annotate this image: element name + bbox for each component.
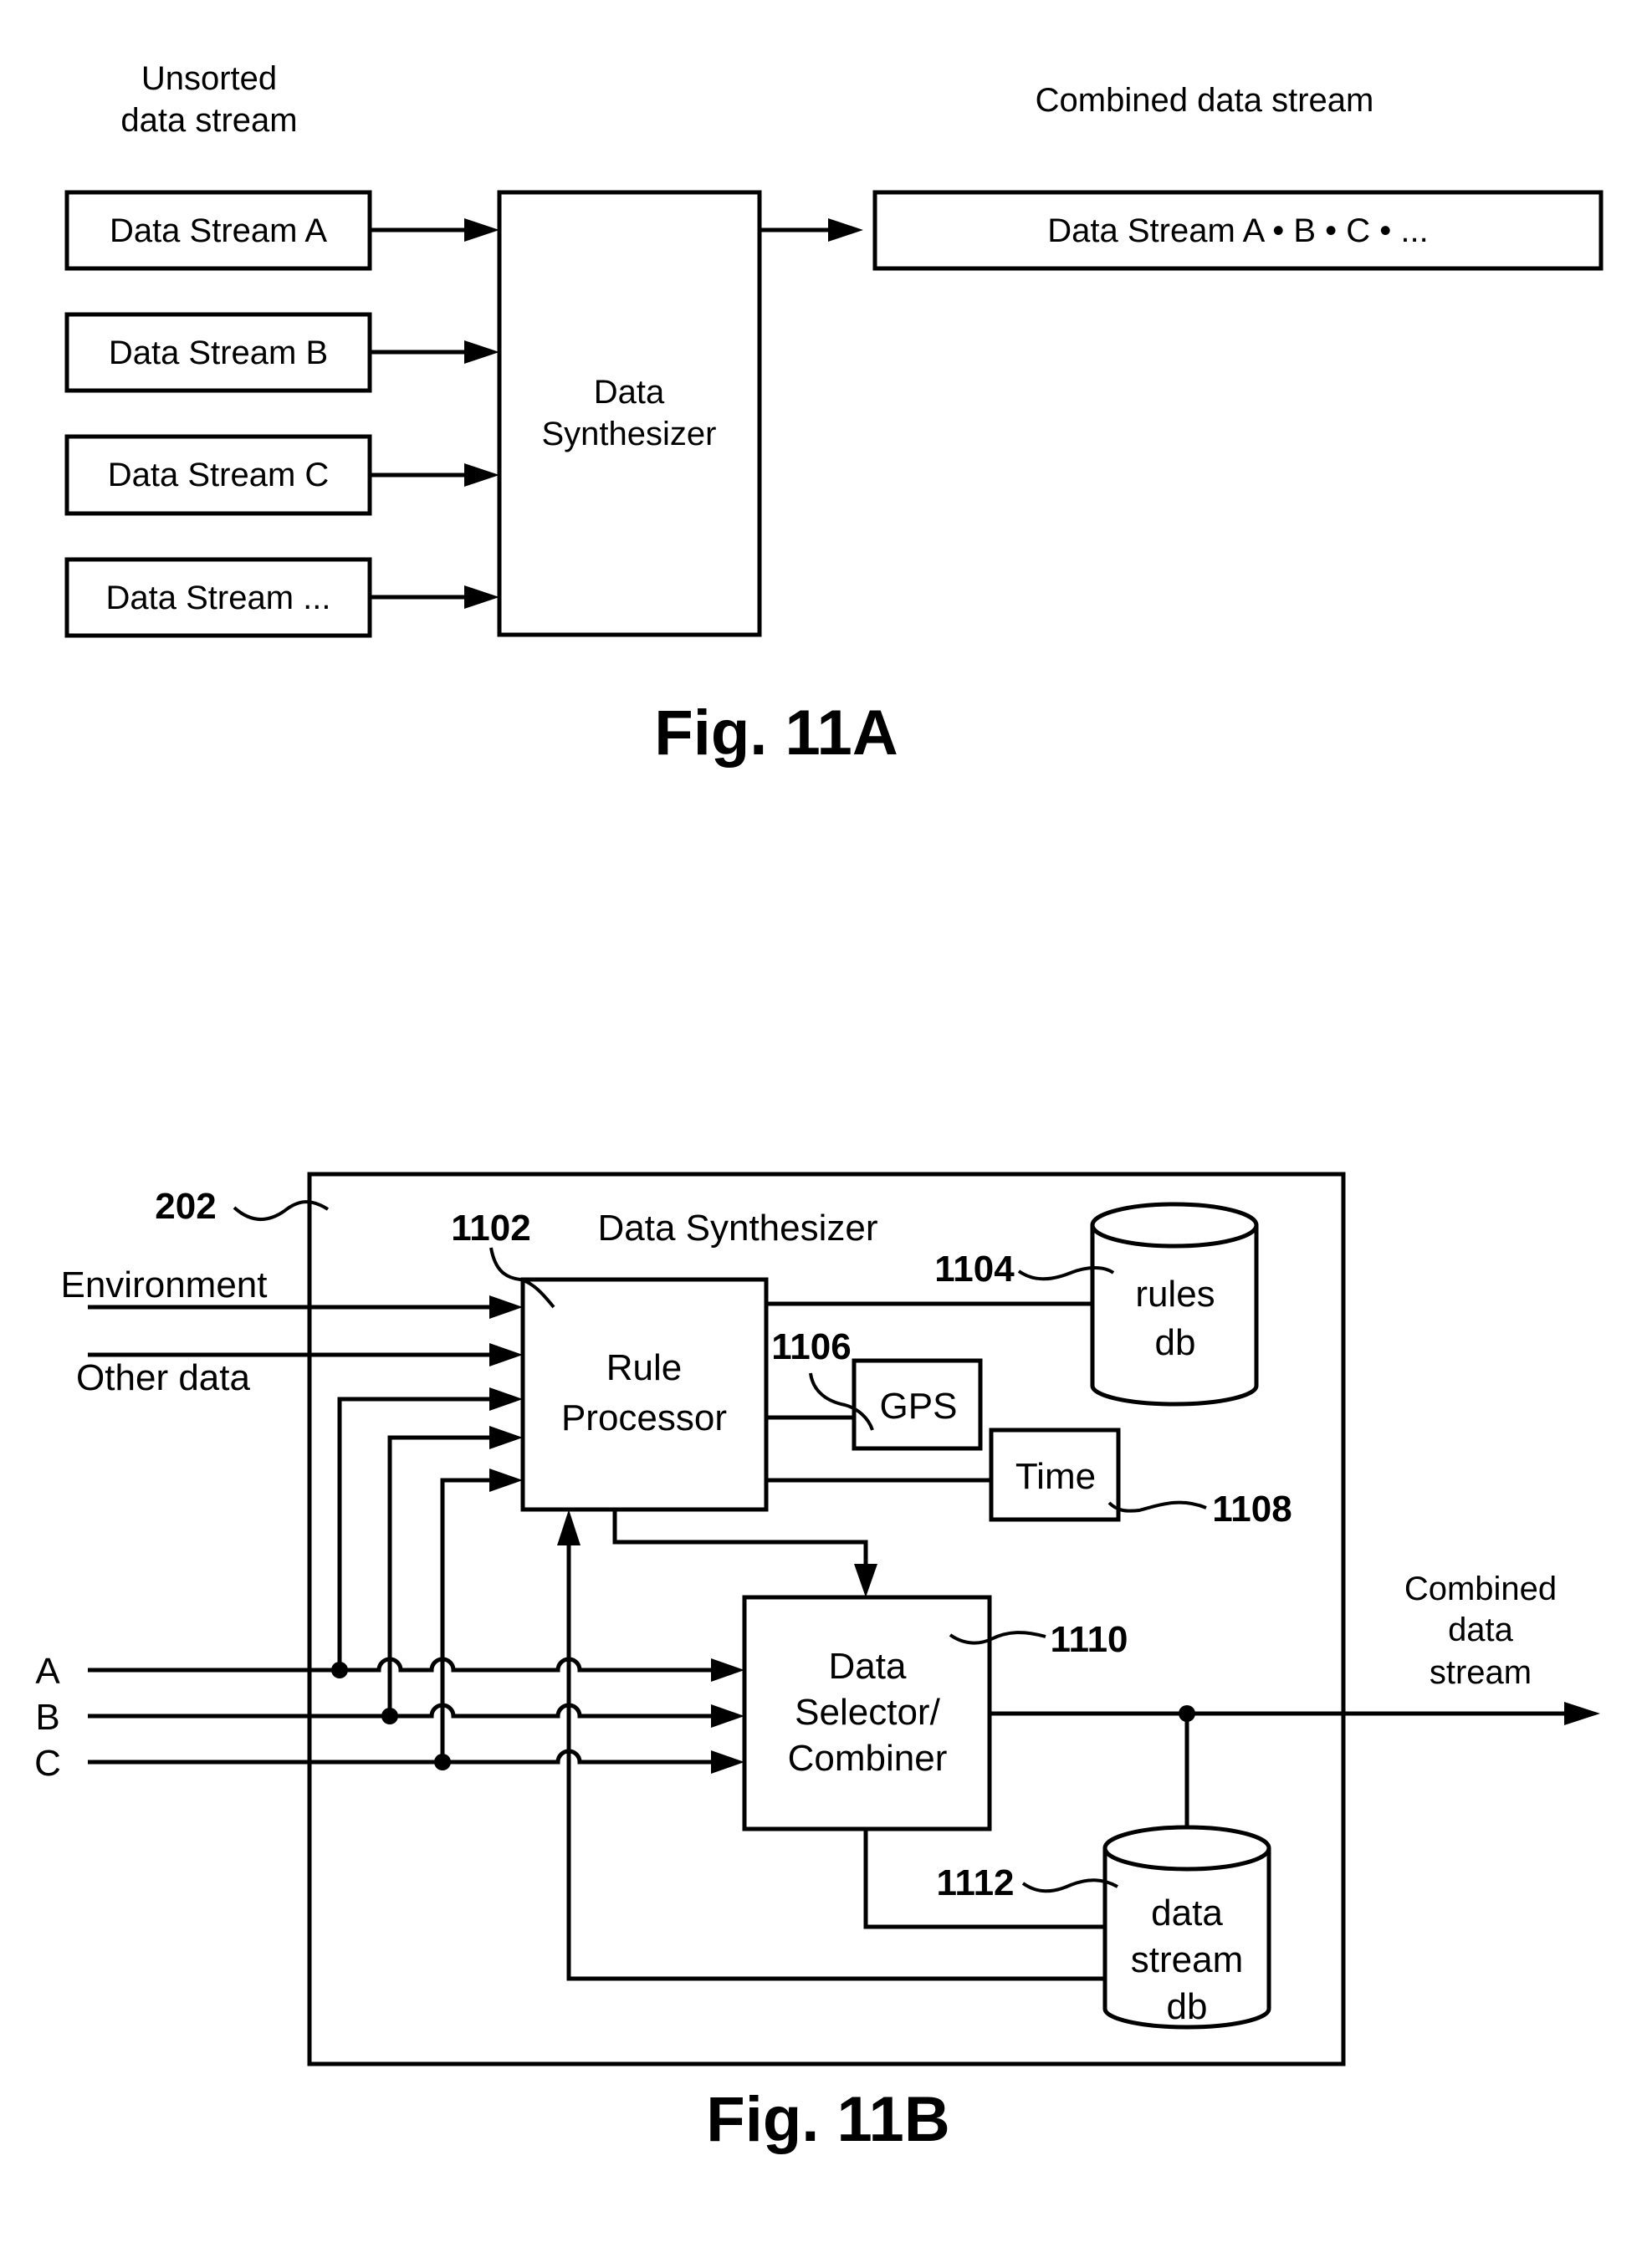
junction-dot-a bbox=[331, 1662, 348, 1678]
arrowhead-a bbox=[464, 218, 499, 242]
ref-1110: 1110 bbox=[1050, 1619, 1128, 1660]
input-stream-b: Data Stream B bbox=[67, 314, 370, 391]
stream-db-label-line1: data bbox=[1151, 1893, 1223, 1933]
ref-1102: 1102 bbox=[451, 1208, 530, 1249]
data-synthesizer-block: Data Synthesizer bbox=[499, 192, 760, 635]
data-stream-db: data stream db 1112 bbox=[866, 1827, 1269, 2027]
arrowhead-more bbox=[464, 585, 499, 609]
stream-b-arrowhead bbox=[711, 1704, 744, 1728]
figure-caption-11b: Fig. 11B bbox=[706, 2084, 949, 2155]
stream-label-b: B bbox=[35, 1697, 59, 1738]
ref-202: 202 bbox=[155, 1186, 216, 1227]
other-data-arrowhead bbox=[489, 1343, 523, 1366]
selector-label-line2: Selector/ bbox=[795, 1692, 940, 1733]
leader-202 bbox=[234, 1202, 328, 1219]
stream-db-top bbox=[1105, 1827, 1269, 1869]
rule-processor-box bbox=[523, 1280, 766, 1509]
combined-header: Combined data stream bbox=[1036, 82, 1374, 119]
stream-label-c: C bbox=[34, 1743, 61, 1784]
feeder-a bbox=[340, 1399, 494, 1670]
input-arrows bbox=[370, 218, 499, 609]
feedback-arrowhead bbox=[557, 1509, 581, 1545]
output-label-line1: Combined bbox=[1404, 1571, 1557, 1607]
environment-label: Environment bbox=[60, 1264, 267, 1305]
input-stream-a: Data Stream A bbox=[67, 192, 370, 268]
rule-processor-label-line1: Rule bbox=[606, 1347, 683, 1388]
selector-label-line3: Combiner bbox=[788, 1738, 948, 1779]
combined-label: Data Stream A • B • C • ... bbox=[1047, 212, 1429, 249]
figure-caption-11a: Fig. 11A bbox=[654, 697, 898, 769]
stream-feeders bbox=[340, 1387, 523, 1762]
fig-11b: 202 Data Synthesizer Environment Other d… bbox=[34, 1174, 1600, 2155]
selector-label-line1: Data bbox=[829, 1646, 907, 1687]
stream-db-label-line2: stream bbox=[1131, 1939, 1243, 1980]
stream-a-arrowhead bbox=[711, 1658, 744, 1682]
rules-db-label-line1: rules bbox=[1135, 1274, 1215, 1315]
stream-label-a: A bbox=[35, 1651, 60, 1692]
output-arrowhead bbox=[828, 218, 863, 242]
other-data-label: Other data bbox=[76, 1357, 250, 1398]
arrowhead-b bbox=[464, 340, 499, 364]
environment-arrowhead bbox=[489, 1295, 523, 1319]
feeder-a-arrowhead bbox=[489, 1387, 523, 1411]
stream-line-b bbox=[88, 1705, 715, 1716]
output-arrowhead bbox=[1564, 1702, 1600, 1725]
control-line bbox=[615, 1509, 866, 1568]
combined-stream-block: Data Stream A • B • C • ... bbox=[875, 192, 1601, 268]
unsorted-header-line2: data stream bbox=[120, 102, 297, 139]
rules-db-label-line2: db bbox=[1155, 1322, 1196, 1363]
gps-block: GPS 1106 bbox=[766, 1326, 980, 1448]
feeder-c-arrowhead bbox=[489, 1469, 523, 1492]
stream-line-c bbox=[88, 1751, 715, 1762]
gps-label: GPS bbox=[880, 1386, 958, 1427]
rules-db-body bbox=[1092, 1225, 1256, 1404]
synthesizer-label-line1: Data bbox=[594, 374, 665, 411]
rule-processor-label-line2: Processor bbox=[561, 1397, 727, 1438]
ref-1108: 1108 bbox=[1212, 1489, 1292, 1530]
fig-11a: Unsorted data stream Combined data strea… bbox=[67, 60, 1601, 769]
stream-line-a bbox=[88, 1659, 715, 1670]
stream-db-label-line3: db bbox=[1167, 1986, 1208, 2027]
time-block: Time 1108 bbox=[766, 1430, 1292, 1530]
output-label-line2: data bbox=[1448, 1612, 1514, 1648]
feeder-b-arrowhead bbox=[489, 1426, 523, 1449]
control-arrowhead bbox=[854, 1564, 877, 1597]
container-title: Data Synthesizer bbox=[597, 1208, 877, 1249]
input-stream-more: Data Stream ... bbox=[67, 559, 370, 636]
input-stream-c: Data Stream C bbox=[67, 437, 370, 513]
ref-1112: 1112 bbox=[936, 1862, 1014, 1903]
junction-dot-b bbox=[381, 1708, 398, 1724]
arrowhead-c bbox=[464, 463, 499, 487]
ref-1106: 1106 bbox=[771, 1326, 851, 1367]
output-label-line3: stream bbox=[1430, 1654, 1532, 1691]
synthesizer-label-line2: Synthesizer bbox=[542, 416, 717, 452]
stream-label: Data Stream ... bbox=[106, 580, 331, 616]
time-label: Time bbox=[1015, 1456, 1096, 1497]
leader-1108 bbox=[1109, 1503, 1206, 1511]
ref-1104: 1104 bbox=[934, 1249, 1015, 1290]
stream-label: Data Stream C bbox=[108, 457, 330, 493]
junction-dot-c bbox=[434, 1754, 451, 1770]
feeder-c bbox=[442, 1480, 494, 1762]
stream-c-arrowhead bbox=[711, 1750, 744, 1774]
stream-label: Data Stream B bbox=[109, 335, 328, 371]
synthesizer-box bbox=[499, 192, 760, 635]
rules-db-top bbox=[1092, 1204, 1256, 1246]
stream-label: Data Stream A bbox=[110, 212, 327, 249]
unsorted-header-line1: Unsorted bbox=[141, 60, 277, 97]
